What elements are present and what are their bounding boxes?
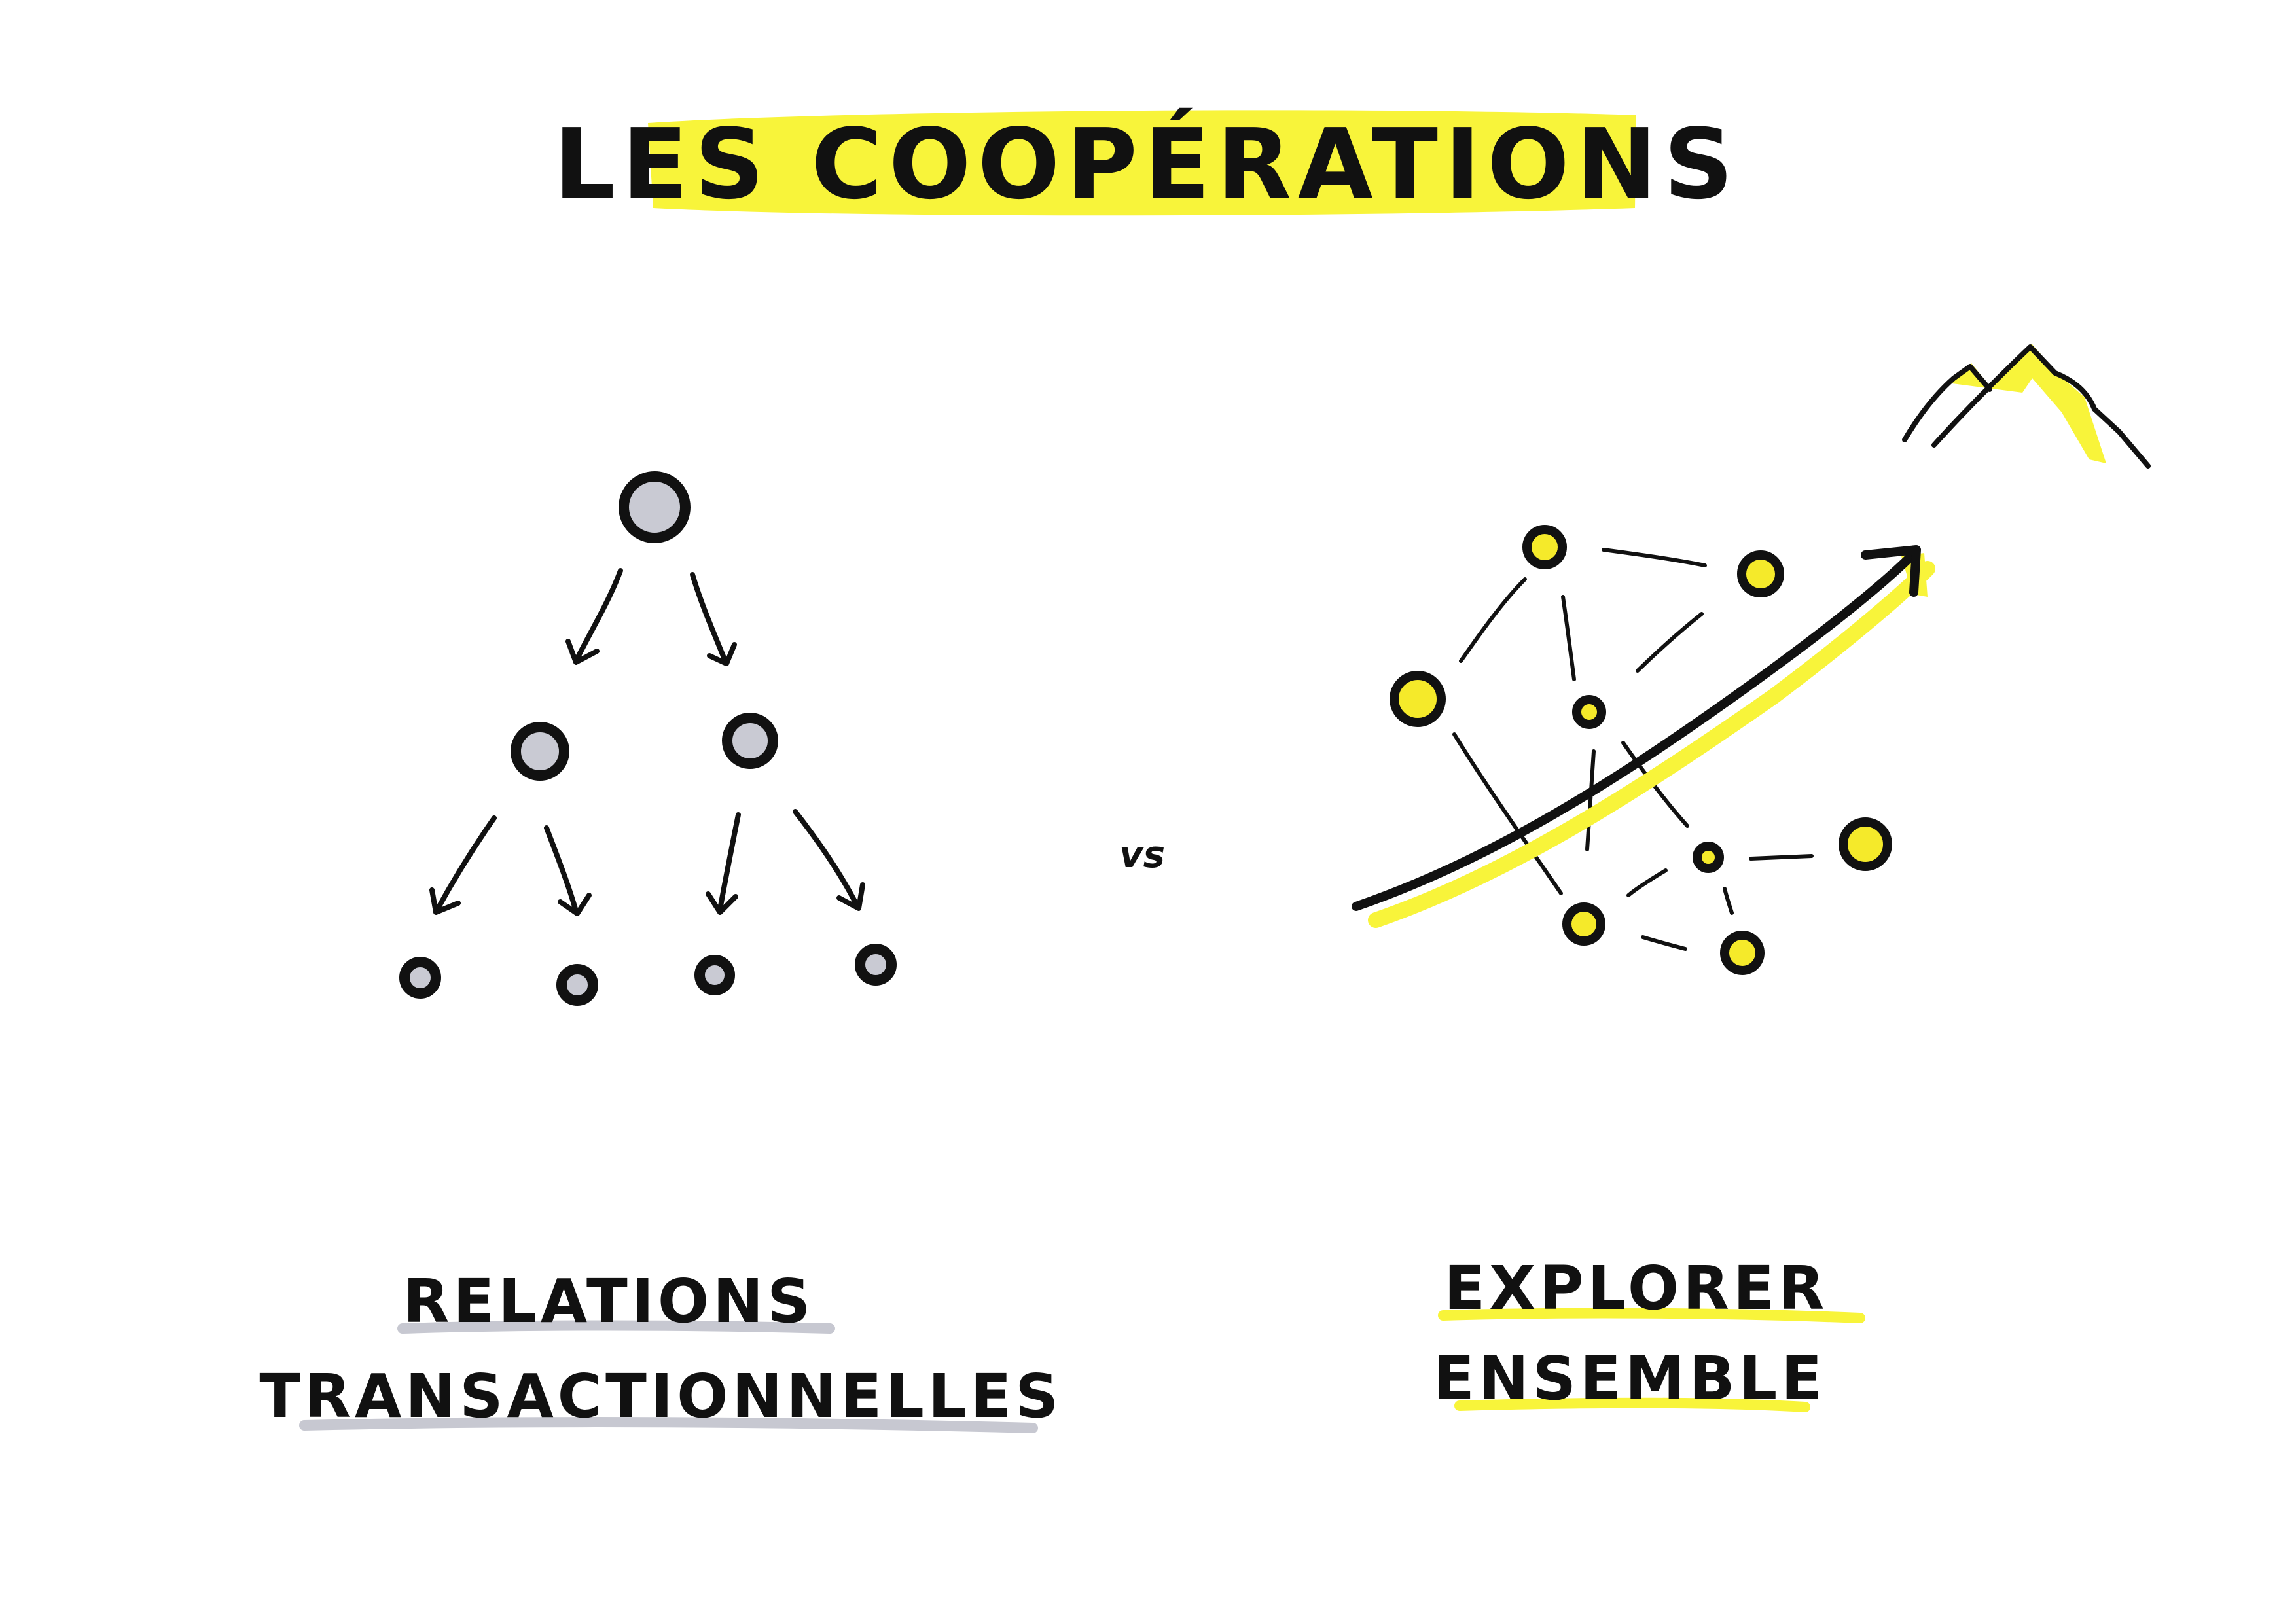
network-node-4-icon	[1572, 695, 1606, 729]
root-node-icon	[619, 471, 691, 543]
vs-label: vs	[1119, 834, 1165, 876]
arrow-top-right-head	[707, 642, 737, 666]
left-underline-2	[299, 1417, 1038, 1433]
link-9	[1749, 854, 1814, 861]
left-caption: RELATIONS TRANSACTIONNELLES	[259, 1266, 1062, 1433]
link-7	[1621, 741, 1689, 828]
link-8	[1626, 868, 1668, 897]
network-node-6-icon	[1693, 842, 1724, 873]
network-node-1-icon	[1522, 525, 1567, 569]
hierarchy-diagram	[399, 471, 897, 1006]
mid-node-left-icon	[511, 722, 569, 781]
arrow-top-left	[573, 568, 623, 664]
leaf-node-1-icon	[399, 957, 441, 999]
leaf-node-3-icon	[694, 955, 735, 995]
right-underline-2	[1454, 1397, 1810, 1412]
arrow-top-left-head	[565, 639, 600, 665]
title-group: LES COOPÉRATIONS	[554, 107, 1740, 221]
mid-node-right-icon	[722, 713, 778, 769]
network-node-8-icon	[1720, 931, 1765, 975]
leaf-node-2-icon	[556, 964, 598, 1006]
link-2	[1602, 548, 1707, 567]
right-underline-1	[1438, 1308, 1865, 1323]
network-node-5-icon	[1839, 817, 1892, 871]
link-11	[1641, 935, 1687, 951]
growth-arrow-head	[1861, 545, 1921, 597]
network-node-3-icon	[1390, 671, 1446, 727]
right-caption-line1: EXPLORER	[1444, 1253, 1828, 1323]
arrow-mid-right-2	[793, 809, 860, 909]
link-3	[1561, 595, 1576, 681]
link-5	[1452, 732, 1563, 895]
arrow-mid-right-2-head	[836, 882, 865, 911]
left-caption-line1: RELATIONS	[403, 1266, 815, 1336]
right-caption-line2: ENSEMBLE	[1433, 1344, 1826, 1414]
arrow-mid-left-1-head	[429, 887, 461, 915]
network-node-2-icon	[1737, 550, 1784, 597]
link-6	[1585, 749, 1596, 851]
arrow-mid-left-2	[544, 825, 579, 914]
arrow-mid-left-1	[435, 815, 497, 912]
link-10	[1723, 887, 1734, 915]
growth-arrow-icon	[1352, 548, 1919, 911]
arrow-mid-left-2-head	[558, 893, 592, 916]
arrow-mid-right-1	[717, 812, 741, 912]
mountain-icon	[1902, 344, 2151, 469]
network-diagram	[1352, 344, 2151, 975]
growth-arrow-shadow	[1368, 561, 1935, 928]
network-node-7-icon	[1562, 902, 1605, 946]
arrow-top-right	[690, 572, 728, 664]
title-highlight	[648, 110, 1636, 216]
leaf-node-4-icon	[855, 944, 897, 986]
page-title: LES COOPÉRATIONS	[554, 107, 1740, 221]
right-caption: EXPLORER ENSEMBLE	[1433, 1253, 1865, 1414]
left-caption-line2: TRANSACTIONNELLES	[259, 1361, 1062, 1431]
left-underline-1	[397, 1320, 835, 1334]
link-4	[1636, 612, 1704, 673]
arrow-mid-right-1-head	[706, 891, 738, 915]
link-1	[1459, 577, 1527, 663]
